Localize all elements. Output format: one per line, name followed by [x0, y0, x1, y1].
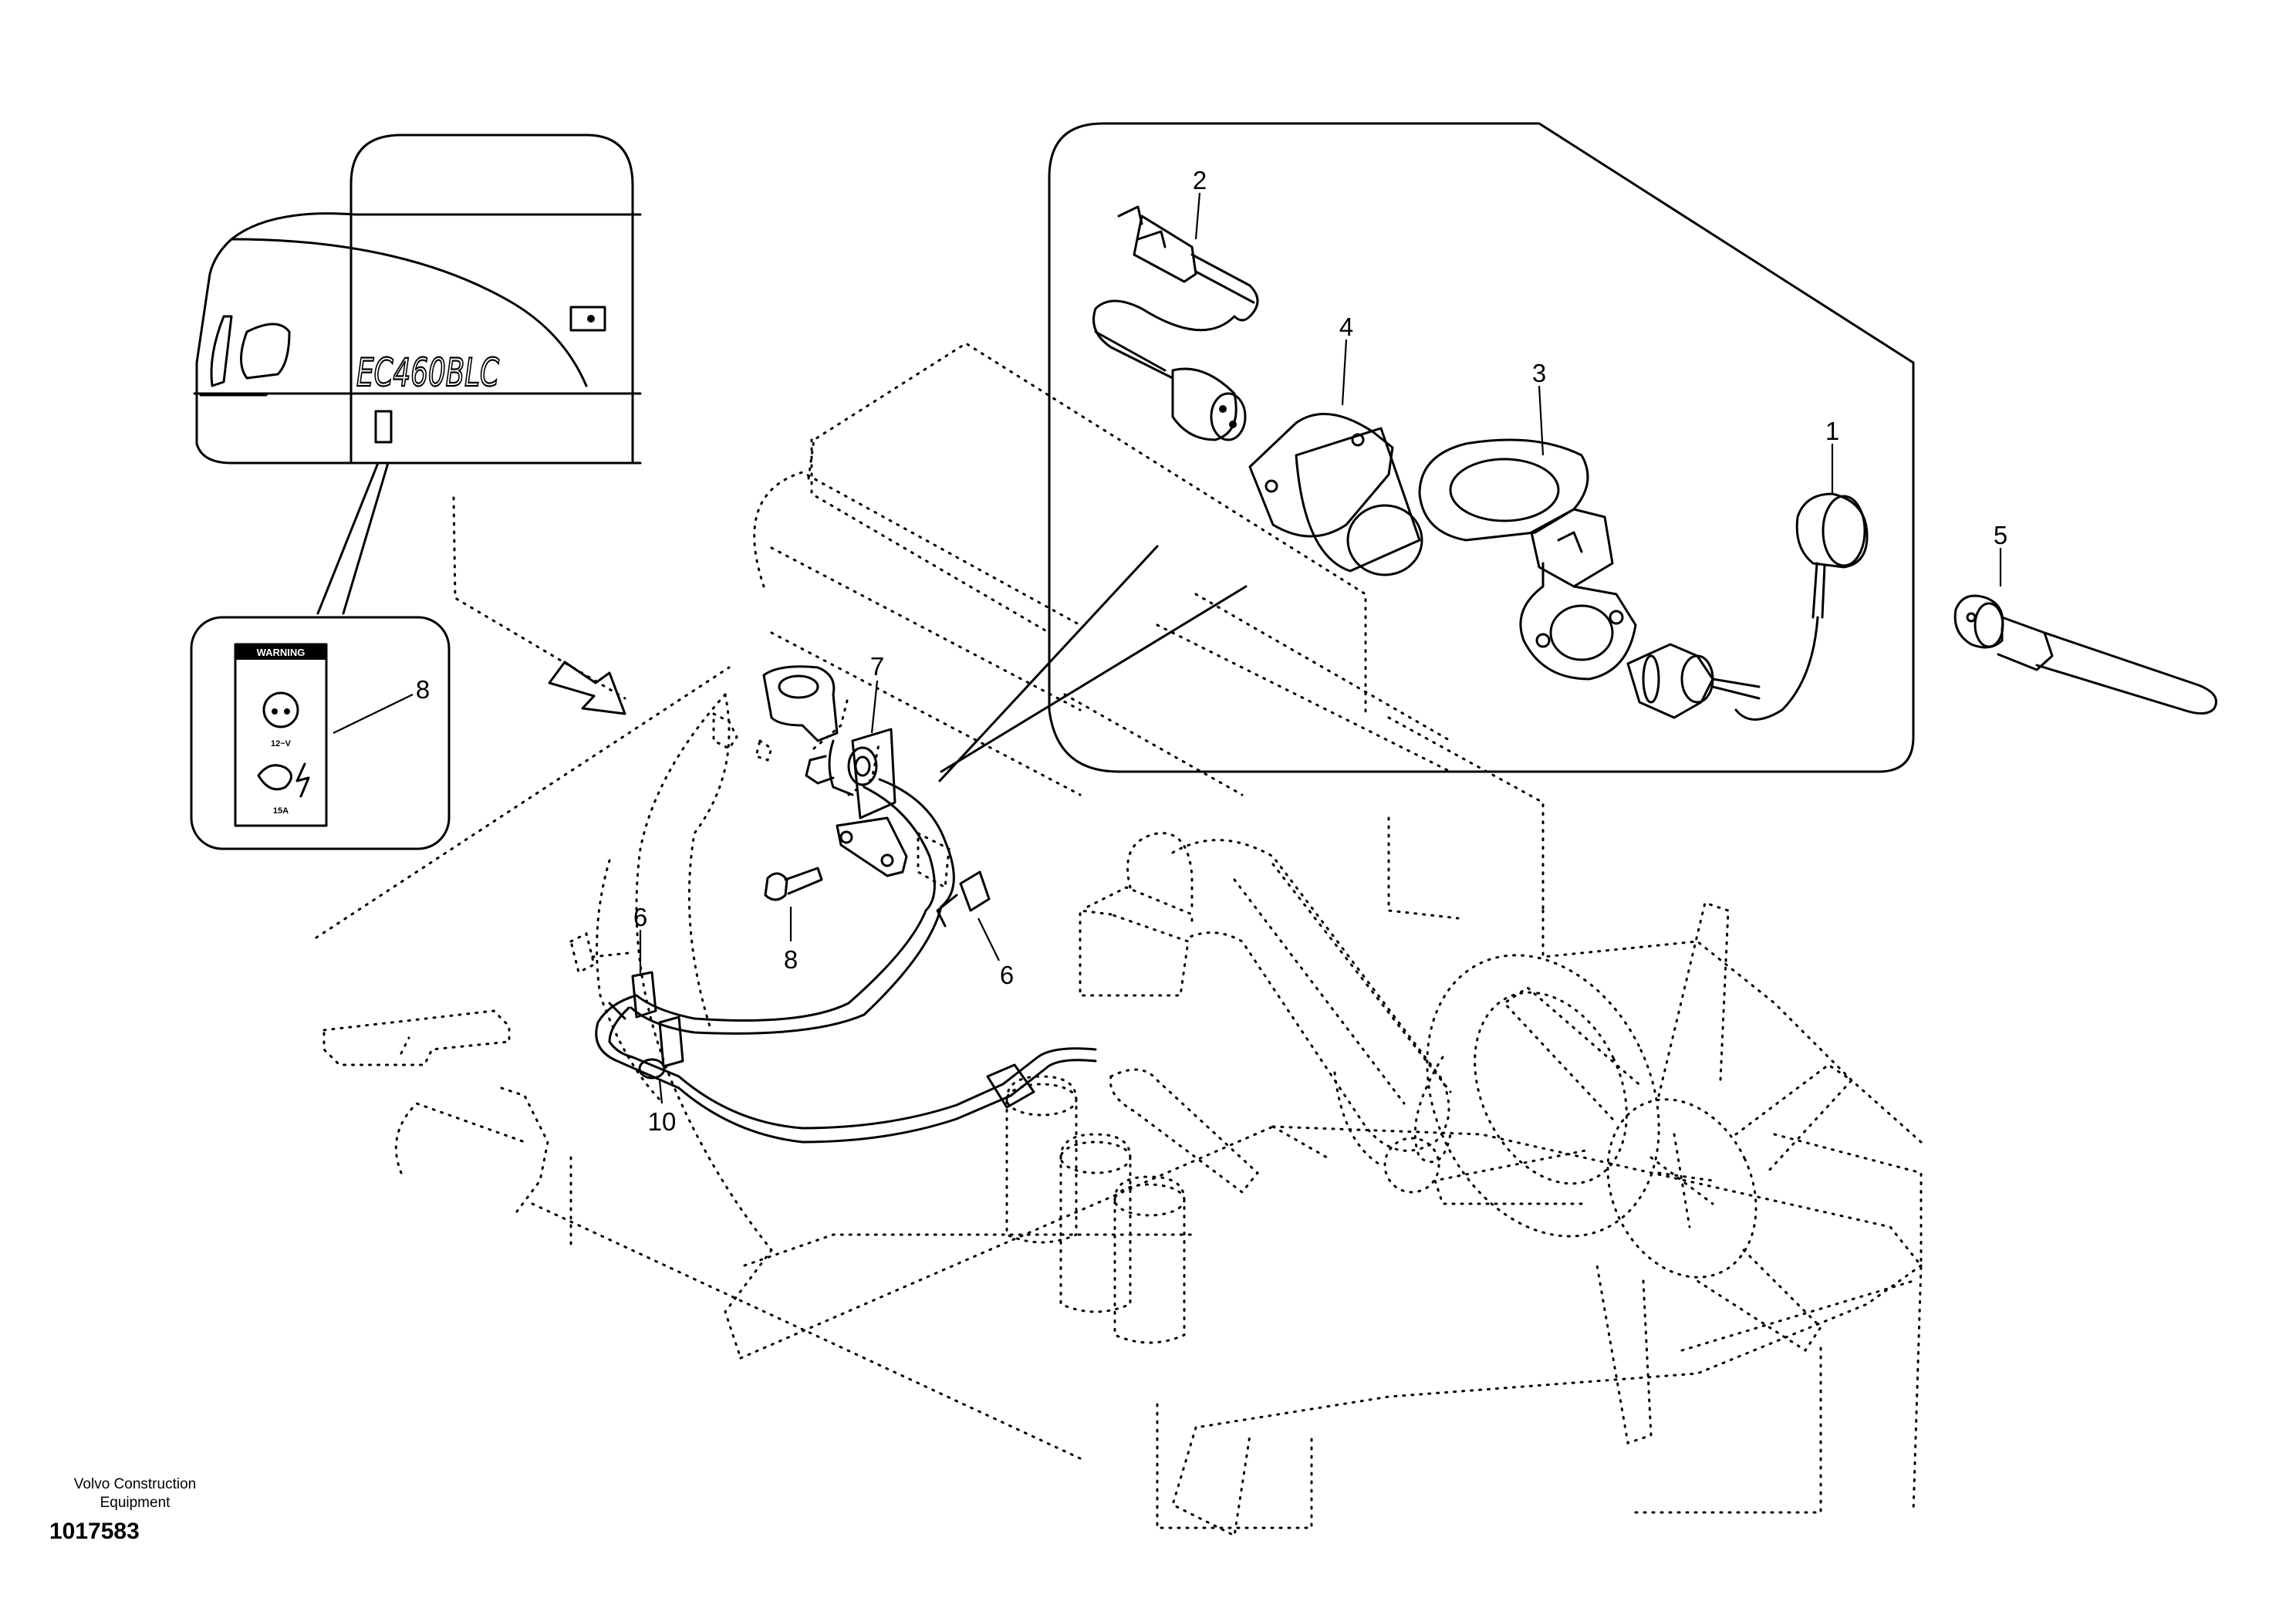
heater-cable-harness — [569, 778, 1097, 1144]
callout-4: 4 — [1339, 313, 1353, 341]
callout-6a: 6 — [633, 903, 647, 931]
sensor-item-1 — [1734, 492, 1869, 721]
callout-10: 10 — [648, 1107, 677, 1136]
callout-5: 5 — [1994, 521, 2007, 549]
fuel-filters — [1005, 1075, 1186, 1344]
callout-9: 8 — [416, 675, 430, 704]
company-name: Volvo Construction Equipment — [73, 1476, 197, 1511]
callout-6b: 6 — [1000, 961, 1014, 989]
machine-cab-view: EC460BLC — [193, 133, 642, 615]
warning-decal-detail: WARNING 12~V 15A 8 — [190, 616, 451, 850]
callout-1: 1 — [1825, 417, 1839, 445]
connector-end — [1171, 367, 1247, 441]
callout-7: 7 — [870, 652, 884, 681]
view-direction-arrow — [452, 496, 626, 715]
socket-insert — [1626, 643, 1761, 719]
callout-2: 2 — [1193, 166, 1207, 194]
installed-heater-element — [1109, 1068, 1260, 1195]
sleeve-item-4 — [1248, 413, 1423, 576]
warning-decal-voltage: 12~V — [271, 739, 292, 748]
exploded-detail-box — [938, 122, 1915, 782]
drawing-number: 1017583 — [49, 1519, 140, 1544]
heater-element-item-5 — [1953, 548, 2217, 715]
model-badge: EC460BLC — [356, 350, 499, 395]
socket-bracket-assembly — [712, 665, 950, 890]
callout-8: 8 — [784, 945, 798, 974]
callout-numbers: 1 2 3 4 5 6 6 7 8 10 — [633, 166, 2007, 1136]
callout-3: 3 — [1532, 359, 1546, 387]
engine-outline — [315, 342, 1923, 1538]
engine-fan — [1383, 901, 1854, 1445]
warning-decal-header: WARNING — [257, 647, 306, 658]
callout-leaders — [639, 680, 1000, 1104]
warning-decal-amperage: 15A — [273, 806, 289, 816]
socket-12v-icon — [262, 691, 299, 728]
bolt-item-8 — [764, 867, 823, 901]
holder-item-3 — [1418, 438, 1637, 681]
plug-item-2 — [1092, 205, 1259, 380]
socket-15a-icon — [257, 762, 310, 798]
